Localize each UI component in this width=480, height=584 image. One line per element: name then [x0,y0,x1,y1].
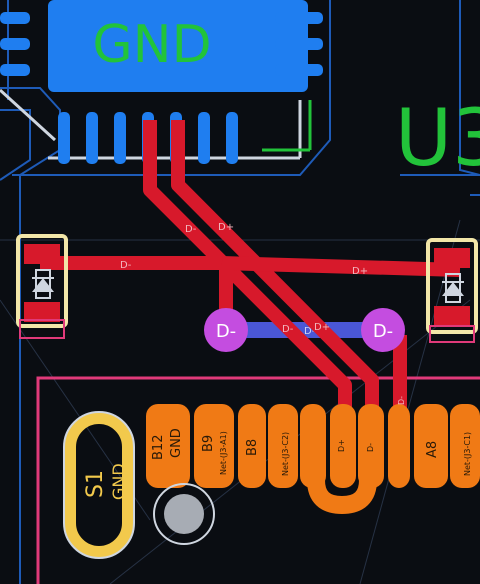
track-labels: D- D+ D- D+ D- D+ [120,222,368,335]
svg-text:D-: D- [366,443,375,452]
svg-text:GND: GND [169,428,184,458]
s1-net-label: GND [109,463,128,500]
svg-text:D+: D+ [337,439,346,452]
svg-text:B8: B8 [245,439,260,456]
via-left[interactable]: D- [204,308,248,352]
via-left-label: D- [216,321,236,342]
pad-a9 [450,404,480,488]
pad-a8 [414,404,448,488]
u3-left-pads[interactable] [0,12,30,76]
via-right[interactable]: D- [361,308,405,352]
svg-text:A8: A8 [425,441,440,458]
pad-unnamed-1 [268,404,298,488]
s1-slot-pad[interactable] [63,411,135,559]
mounting-hole[interactable] [153,483,215,545]
svg-text:D-: D- [185,224,197,235]
connector-bridge-trace[interactable] [307,412,377,515]
pad-b12 [146,404,190,488]
svg-text:D+: D+ [314,322,330,333]
svg-text:B9: B9 [201,435,216,452]
pad-unnamed-3 [388,404,410,488]
pad-labels: B12 GND B9 Net-(J3-A1) B8 Net-(J3-C2) A8… [151,396,472,476]
pad-dplus [330,404,356,488]
pad-b9 [194,404,234,488]
s1-refdes: S1 [83,470,108,498]
svg-text:D+: D+ [352,266,368,277]
back-track-label: D- [304,326,316,337]
pad-b8 [238,404,266,488]
svg-text:D+: D+ [218,222,234,233]
esd-footprint-left[interactable] [16,234,68,339]
svg-text:D-: D- [397,396,406,405]
svg-text:D-: D- [120,260,132,271]
front-copper-tracks[interactable] [40,120,461,420]
svg-text:B12: B12 [151,435,166,460]
svg-text:Net-(J3-C2): Net-(J3-C2) [281,432,290,476]
u3-refdes: U3 [395,94,480,184]
svg-text:D-: D- [282,324,294,335]
svg-text:Net-(J3-C1): Net-(J3-C1) [463,432,472,476]
esd-footprint-right[interactable] [426,238,478,343]
svg-text:Net-(J3-A1): Net-(J3-A1) [219,431,228,475]
u3-right-pads[interactable] [275,12,323,76]
u3-gnd-pad[interactable] [48,0,308,92]
via-right-label: D- [373,321,393,342]
gnd-pad-label: GND [92,15,211,75]
back-layer-dminus-track[interactable] [226,322,386,338]
